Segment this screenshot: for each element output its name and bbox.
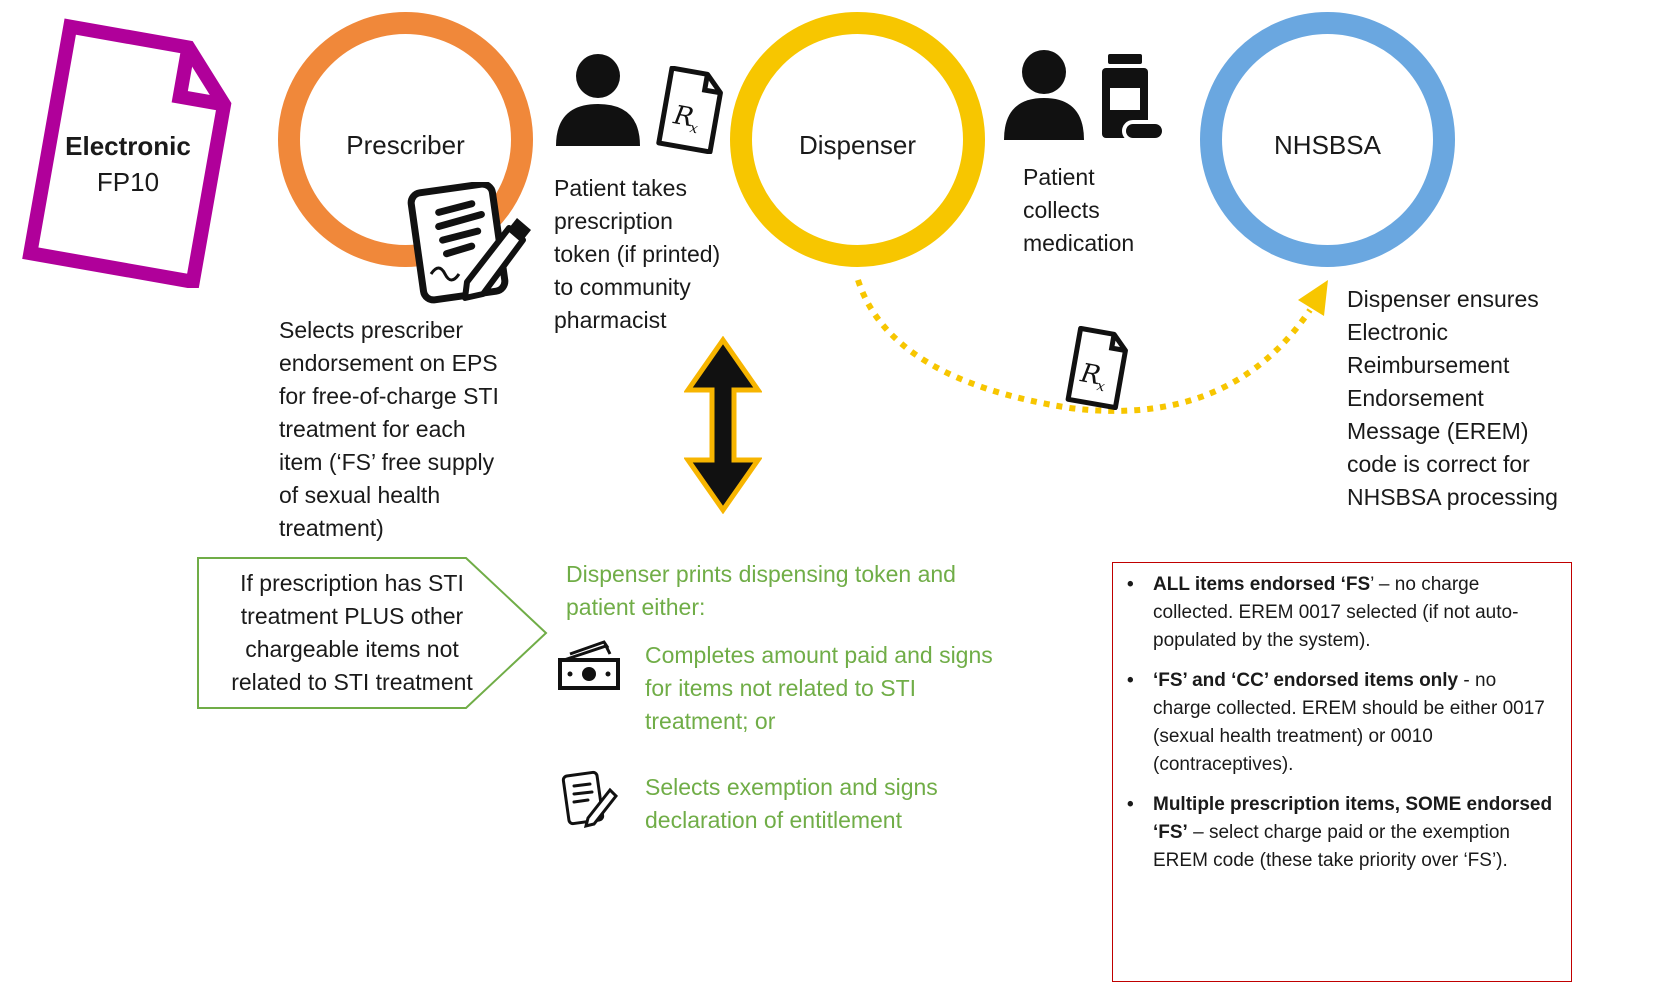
token-option-1: Completes amount paid and signs for item… xyxy=(645,642,993,734)
svg-text:x: x xyxy=(688,120,699,137)
rule-item: • ‘FS’ and ‘CC’ endorsed items only - no… xyxy=(1127,670,1545,775)
prescription-icon: R x xyxy=(1065,326,1128,410)
prescription-icon: R x xyxy=(656,66,723,154)
prescriber-text: Selects prescriber endorsement on EPS fo… xyxy=(279,317,499,541)
svg-text:x: x xyxy=(1095,378,1106,395)
person-icon xyxy=(556,54,640,146)
token-option-2: Selects exemption and signs declaration … xyxy=(645,774,938,833)
token-heading: Dispenser prints dispensing token and pa… xyxy=(566,561,956,620)
dispenser-ensures-text: Dispenser ensures Electronic Reimburseme… xyxy=(1347,286,1558,510)
document-title: Electronic FP10 xyxy=(65,131,191,197)
money-icon xyxy=(558,640,620,690)
medication-icon xyxy=(1004,50,1166,142)
electronic-fp10-document: Electronic FP10 xyxy=(10,8,240,288)
double-arrow-icon xyxy=(684,336,762,514)
nhsbsa-node: NHSBSA xyxy=(1200,12,1455,267)
document-icon xyxy=(22,18,232,288)
nhsbsa-label: NHSBSA xyxy=(1274,130,1381,160)
rule-item: • ALL items endorsed ‘FS’ – no charge co… xyxy=(1127,574,1519,651)
callout-shape xyxy=(197,557,548,709)
form-sign-icon xyxy=(561,770,619,829)
dispenser-label: Dispenser xyxy=(798,130,917,160)
callout-text: If prescription has STI treatment PLUS o… xyxy=(231,570,473,695)
rules-box: • ALL items endorsed ‘FS’ – no charge co… xyxy=(1112,562,1572,982)
patient-collects-text: Patient collects medication xyxy=(1023,164,1135,256)
electronic-claim-arrow xyxy=(855,279,1328,414)
rule-item: • Multiple prescription items, SOME endo… xyxy=(1127,794,1553,871)
signing-icon xyxy=(407,182,531,304)
prescriber-label: Prescriber xyxy=(346,130,465,160)
patient-takes-text: Patient takes prescription token (if pri… xyxy=(554,175,721,333)
dispenser-node: Dispenser xyxy=(730,12,985,267)
